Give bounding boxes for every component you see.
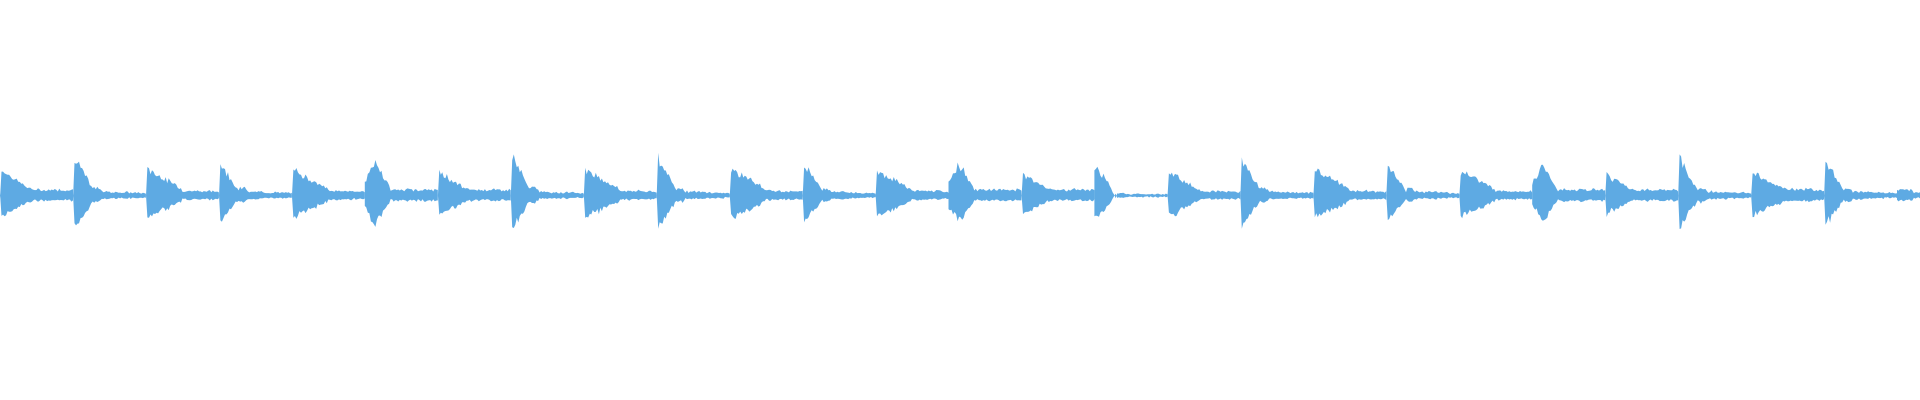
waveform-segment: [218, 164, 292, 222]
waveform-segment: [1751, 172, 1824, 218]
waveform-segment: [1167, 172, 1241, 217]
waveform-segment: [1459, 171, 1533, 219]
waveform-segment: [1678, 154, 1751, 229]
waveform-segments: [0, 152, 1920, 229]
waveform-segment: [875, 170, 949, 217]
waveform-segment: [1605, 172, 1679, 217]
waveform-segment: [656, 152, 730, 229]
waveform-segment: [145, 167, 219, 218]
waveform-segment: [1824, 161, 1897, 225]
waveform-segment: [948, 162, 1022, 222]
waveform-segment: [1897, 188, 1920, 202]
waveform-segment: [1094, 166, 1168, 217]
waveform-segment: [291, 168, 365, 219]
waveform-segment: [0, 171, 73, 217]
waveform-segment: [364, 160, 438, 227]
waveform-segment: [1021, 172, 1095, 215]
waveform-segment: [1532, 164, 1606, 221]
waveform-segment: [1313, 168, 1387, 218]
waveform-segment: [583, 167, 657, 218]
waveform-segment: [510, 154, 584, 228]
waveform-segment: [802, 167, 876, 223]
waveform-segment: [73, 161, 146, 226]
waveform-segment: [1386, 165, 1460, 221]
waveform-segment: [729, 168, 803, 219]
waveform-segment: [437, 169, 511, 215]
waveform-segment: [1240, 157, 1314, 229]
